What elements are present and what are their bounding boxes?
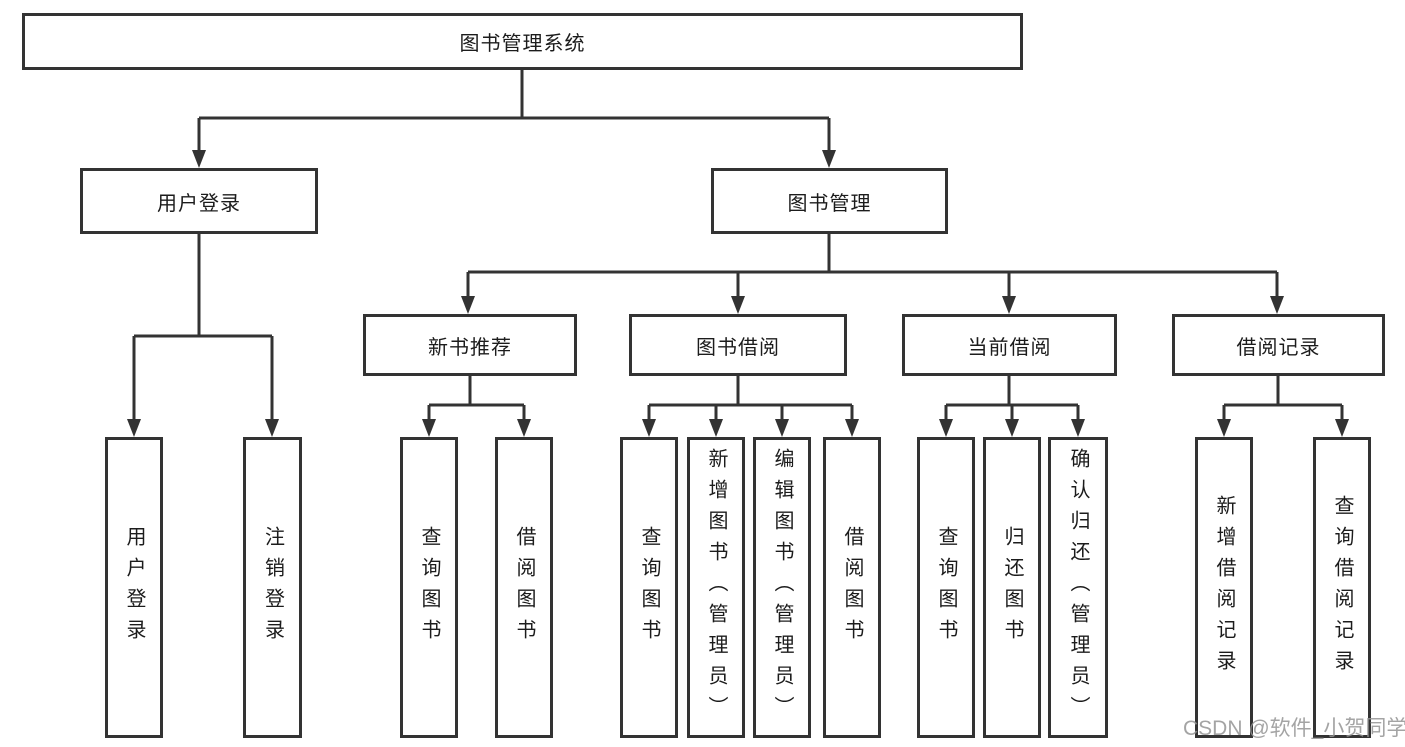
leaf-label: 查询借阅记录 xyxy=(1331,494,1353,681)
node-label: 图书借阅 xyxy=(696,336,780,359)
node-label: 图书管理系统 xyxy=(459,33,586,55)
leaf-label: 归还图书 xyxy=(1001,525,1023,650)
leaf-return-books: 归还图书 xyxy=(983,437,1041,738)
node-label: 图书管理 xyxy=(787,192,872,215)
node-library-management-system: 图书管理系统 xyxy=(22,13,1023,70)
leaf-label: 查询图书 xyxy=(935,525,957,650)
node-label: 当前借阅 xyxy=(967,336,1052,359)
leaf-label: 查询图书 xyxy=(638,525,660,650)
node-label: 用户登录 xyxy=(157,192,241,215)
leaf-borrow-books-recommend: 借阅图书 xyxy=(495,437,553,738)
leaf-label: 查询图书 xyxy=(418,525,440,650)
node-book-borrowing: 图书借阅 xyxy=(629,314,847,376)
node-book-management: 图书管理 xyxy=(711,168,948,234)
leaf-borrow-books: 借阅图书 xyxy=(823,437,881,738)
csdn-watermark: CSDN @软件_小贺同学 xyxy=(1183,717,1405,740)
node-user-login: 用户登录 xyxy=(80,168,318,234)
leaf-label: 用户登录 xyxy=(123,525,145,650)
leaf-add-borrow-record: 新增借阅记录 xyxy=(1195,437,1253,738)
leaf-label: 借阅图书 xyxy=(841,525,863,650)
leaf-edit-books-admin: 编辑图书（管理员） xyxy=(753,437,811,738)
node-borrowing-records: 借阅记录 xyxy=(1172,314,1385,376)
leaf-query-books-current: 查询图书 xyxy=(917,437,975,738)
node-new-book-recommendation: 新书推荐 xyxy=(363,314,577,376)
leaf-query-books-recommend: 查询图书 xyxy=(400,437,458,738)
leaf-label: 确认归还（管理员） xyxy=(1067,448,1089,727)
node-current-borrowing: 当前借阅 xyxy=(902,314,1117,376)
leaf-label: 借阅图书 xyxy=(513,525,535,650)
leaf-label: 编辑图书（管理员） xyxy=(771,448,793,727)
leaf-label: 注销登录 xyxy=(261,525,284,650)
leaf-query-books-borrowing: 查询图书 xyxy=(620,437,678,738)
leaf-logout: 注销登录 xyxy=(243,437,302,738)
node-label: 新书推荐 xyxy=(428,336,512,359)
node-label: 借阅记录 xyxy=(1236,336,1321,359)
leaf-confirm-return-admin: 确认归还（管理员） xyxy=(1048,437,1108,738)
leaf-label: 新增图书（管理员） xyxy=(705,448,727,727)
leaf-add-books-admin: 新增图书（管理员） xyxy=(687,437,745,738)
leaf-user-login: 用户登录 xyxy=(105,437,163,738)
leaf-query-borrow-record: 查询借阅记录 xyxy=(1313,437,1371,738)
leaf-label: 新增借阅记录 xyxy=(1213,494,1235,681)
